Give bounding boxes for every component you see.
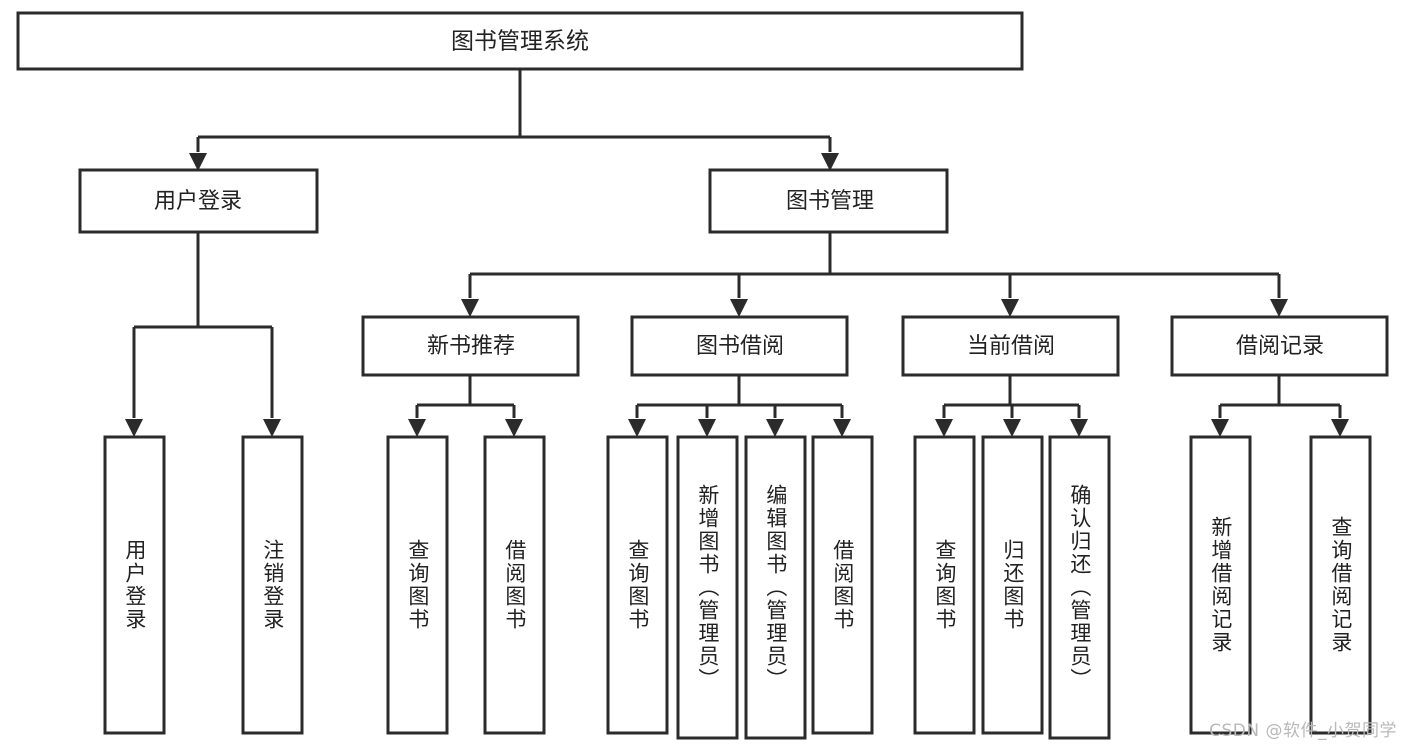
node-book-manage-box xyxy=(708,168,949,234)
node-root[interactable]: 图书管理系统 xyxy=(16,11,1024,71)
node-borrow-record[interactable]: 借阅记录 xyxy=(1170,315,1389,377)
arrow-icon xyxy=(1211,419,1229,437)
arrow-icon xyxy=(125,419,143,437)
connector-group-new-book-recommend-to-leaves xyxy=(408,375,523,437)
leaf-box-add-book[interactable] xyxy=(676,435,739,740)
node-new-book-recommend[interactable]: 新书推荐 xyxy=(361,315,580,377)
arrow-icon xyxy=(821,153,839,171)
arrow-icon xyxy=(263,419,281,437)
arrow-icon xyxy=(1070,419,1088,437)
leaf-box-borrow-book-1[interactable] xyxy=(483,435,546,735)
leaf-box-query-book-1[interactable] xyxy=(386,435,449,735)
node-book-manage-label: 图书管理 xyxy=(786,189,874,214)
node-borrow-record-label: 借阅记录 xyxy=(1236,334,1324,359)
node-root-box xyxy=(16,11,1024,71)
arrow-icon xyxy=(833,419,851,437)
leaf-boxes xyxy=(103,435,1372,740)
node-new-book-recommend-box xyxy=(361,315,580,377)
arrow-icon xyxy=(408,419,426,437)
leaf-box-user-login[interactable] xyxy=(103,435,166,735)
leaf-box-borrow-book-2[interactable] xyxy=(811,435,874,735)
arrow-icon xyxy=(628,419,646,437)
arrow-icon xyxy=(766,419,784,437)
arrow-icon xyxy=(189,153,207,171)
connector-group-root-to-level2 xyxy=(189,69,839,171)
arrow-icon xyxy=(1270,299,1288,317)
node-current-borrow-box xyxy=(901,315,1120,377)
node-user-login-box xyxy=(78,168,319,234)
arrow-icon xyxy=(1001,299,1019,317)
leaf-box-confirm-return[interactable] xyxy=(1048,435,1111,740)
arrow-icon xyxy=(1003,419,1021,437)
leaf-box-query-book-3[interactable] xyxy=(913,435,976,735)
node-borrow-record-box xyxy=(1170,315,1389,377)
node-new-book-recommend-label: 新书推荐 xyxy=(427,334,515,359)
watermark-text: CSDN @软件_小贺同学 xyxy=(1209,721,1397,741)
connector-group-current-borrow-to-leaves xyxy=(935,375,1088,437)
arrow-icon xyxy=(505,419,523,437)
arrow-icon xyxy=(461,299,479,317)
connector-group-borrow-record-to-leaves xyxy=(1211,375,1349,437)
node-user-login[interactable]: 用户登录 xyxy=(78,168,319,234)
arrow-icon xyxy=(935,419,953,437)
connector-group-user-login-to-leaves xyxy=(125,232,281,437)
arrow-icon xyxy=(698,419,716,437)
node-user-login-label: 用户登录 xyxy=(154,189,242,214)
leaf-box-user-logout[interactable] xyxy=(241,435,304,735)
node-root-label: 图书管理系统 xyxy=(451,29,589,55)
leaf-box-add-record[interactable] xyxy=(1189,435,1252,735)
node-current-borrow-label: 当前借阅 xyxy=(967,334,1055,359)
node-book-manage[interactable]: 图书管理 xyxy=(708,168,949,234)
leaf-box-query-record[interactable] xyxy=(1309,435,1372,735)
node-current-borrow[interactable]: 当前借阅 xyxy=(901,315,1120,377)
leaf-box-edit-book[interactable] xyxy=(744,435,807,740)
connector-group-book-manage-to-level3 xyxy=(461,232,1288,317)
leaf-box-query-book-2[interactable] xyxy=(606,435,669,735)
node-book-borrow[interactable]: 图书借阅 xyxy=(630,315,849,377)
arrow-icon xyxy=(730,299,748,317)
node-book-borrow-label: 图书借阅 xyxy=(696,334,784,359)
node-book-borrow-box xyxy=(630,315,849,377)
arrow-icon xyxy=(1331,419,1349,437)
connector-group-book-borrow-to-leaves xyxy=(628,375,851,437)
leaf-box-return-book[interactable] xyxy=(981,435,1044,735)
